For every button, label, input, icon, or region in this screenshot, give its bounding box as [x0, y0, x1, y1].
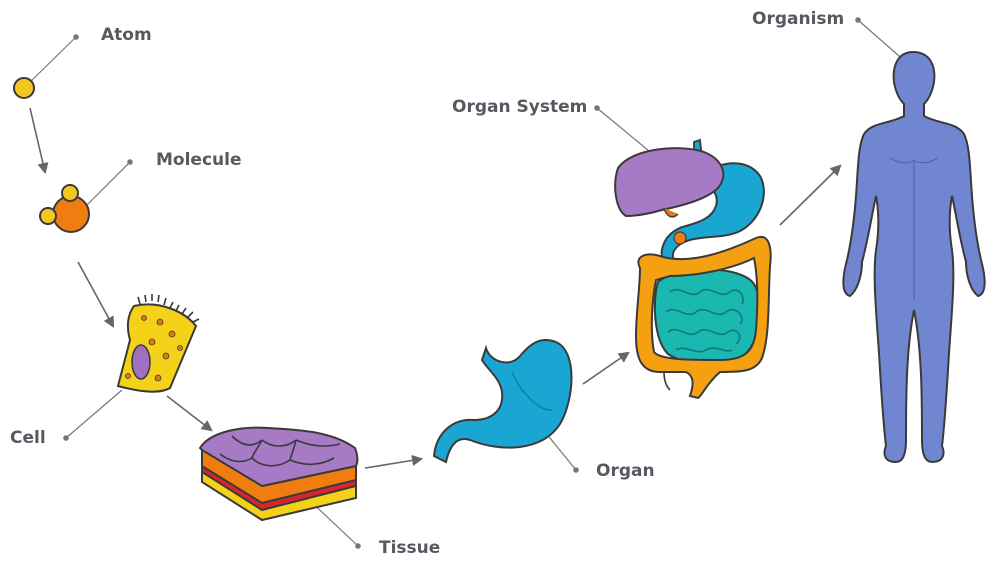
- arrow-tissue-to-organ: [365, 459, 421, 468]
- organ-illustration: [434, 340, 572, 462]
- atom-label: Atom: [101, 25, 152, 45]
- arrow-organ-system-to-organism: [780, 166, 840, 225]
- organism-illustration: [843, 52, 984, 462]
- organism-leader-dot: [856, 18, 860, 22]
- organ-label: Organ: [596, 461, 655, 481]
- organ-leader-line: [545, 432, 576, 470]
- atom-leader-dot: [74, 35, 78, 39]
- atom-illustration: [14, 78, 34, 98]
- cell-leader-dot: [64, 436, 68, 440]
- organ-system-illustration: [615, 140, 770, 398]
- organism-label: Organism: [752, 9, 844, 29]
- cell-nucleus: [132, 345, 150, 379]
- cell-illustration: [118, 294, 199, 392]
- molecule-leader-dot: [128, 160, 132, 164]
- arrow-molecule-to-cell: [78, 262, 113, 326]
- molecule-label: Molecule: [156, 150, 242, 170]
- cell-label: Cell: [10, 428, 46, 448]
- molecule-illustration: [40, 185, 89, 232]
- tissue-illustration: [200, 428, 357, 520]
- tissue-label: Tissue: [379, 538, 440, 558]
- organ-leader-dot: [574, 468, 578, 472]
- organ-system-leader-dot: [595, 106, 599, 110]
- cell-leader-line: [66, 390, 122, 438]
- arrow-organ-to-organ-system: [583, 353, 628, 384]
- arrow-atom-to-molecule: [30, 108, 45, 172]
- arrow-cell-to-tissue: [167, 396, 211, 430]
- organ-system-label: Organ System: [452, 97, 587, 117]
- tissue-leader-dot: [356, 544, 360, 548]
- molecule-leader-line: [84, 162, 130, 208]
